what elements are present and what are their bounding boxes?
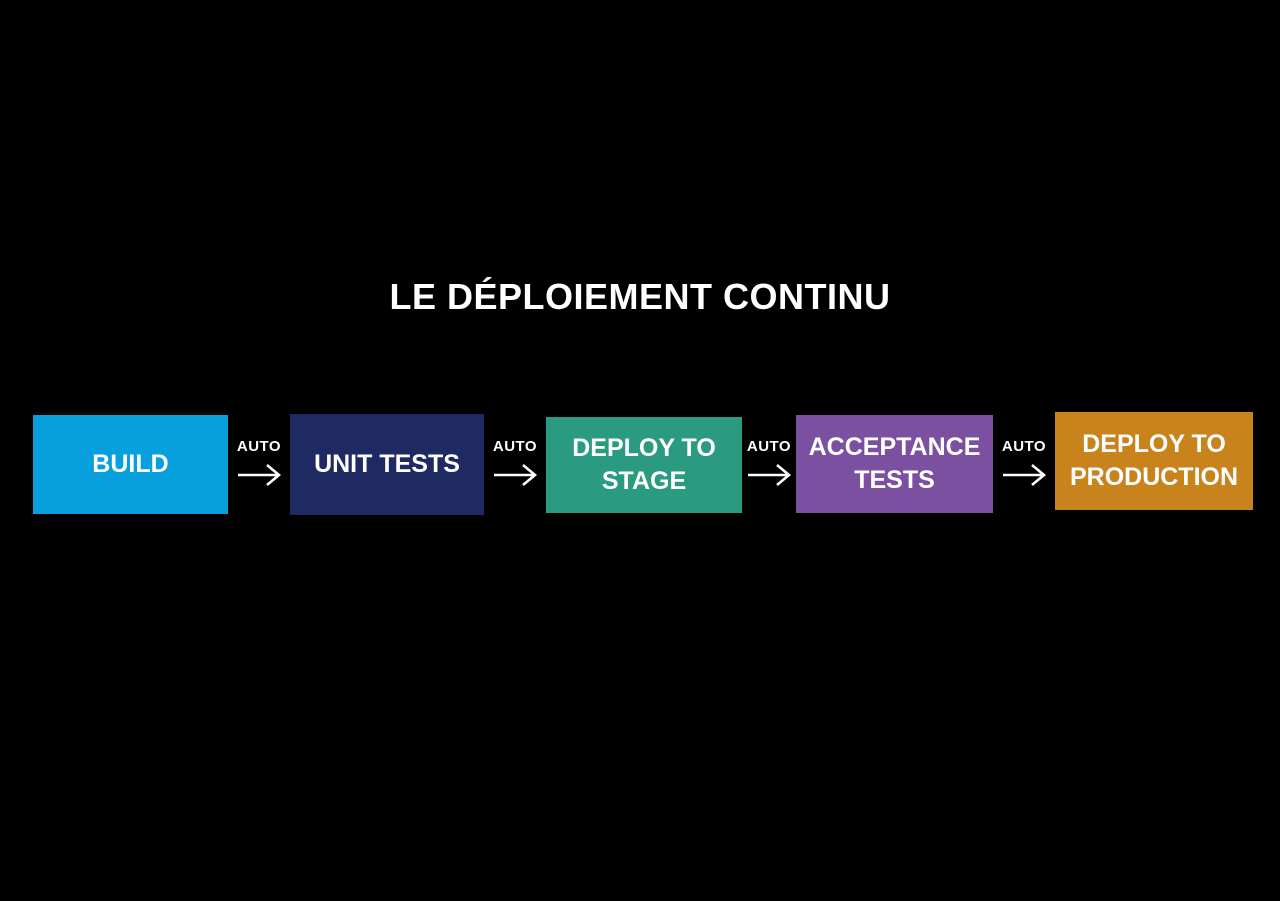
connector-auto-1: AUTO: [228, 412, 290, 513]
connector-label: AUTO: [746, 438, 792, 455]
deployment-pipeline: BUILD AUTO UNIT TESTS AUTO DEPLOY TO STA…: [33, 412, 1253, 515]
step-acceptance-tests: ACCEPTANCE TESTS: [796, 415, 993, 513]
connector-auto-2: AUTO: [484, 412, 546, 513]
step-unit-tests: UNIT TESTS: [290, 414, 484, 515]
connector-auto-4: AUTO: [993, 412, 1055, 513]
arrow-right-icon: [238, 464, 282, 486]
step-label: ACCEPTANCE TESTS: [808, 433, 981, 494]
step-deploy-to-stage: DEPLOY TO STAGE: [546, 417, 742, 513]
connector-label: AUTO: [236, 438, 282, 455]
step-label: DEPLOY TO PRODUCTION: [1069, 430, 1239, 491]
step-label: DEPLOY TO STAGE: [572, 434, 716, 495]
step-build: BUILD: [33, 415, 228, 514]
connector-label: AUTO: [492, 438, 538, 455]
step-label: BUILD: [92, 450, 169, 478]
connector-label: AUTO: [1001, 438, 1047, 455]
connector-auto-3: AUTO: [742, 412, 796, 513]
step-label: UNIT TESTS: [314, 450, 460, 478]
arrow-right-icon: [1003, 464, 1047, 486]
step-deploy-to-production: DEPLOY TO PRODUCTION: [1055, 412, 1253, 510]
diagram-title: LE DÉPLOIEMENT CONTINU: [389, 276, 891, 317]
arrow-right-icon: [494, 464, 538, 486]
arrow-right-icon: [748, 464, 792, 486]
